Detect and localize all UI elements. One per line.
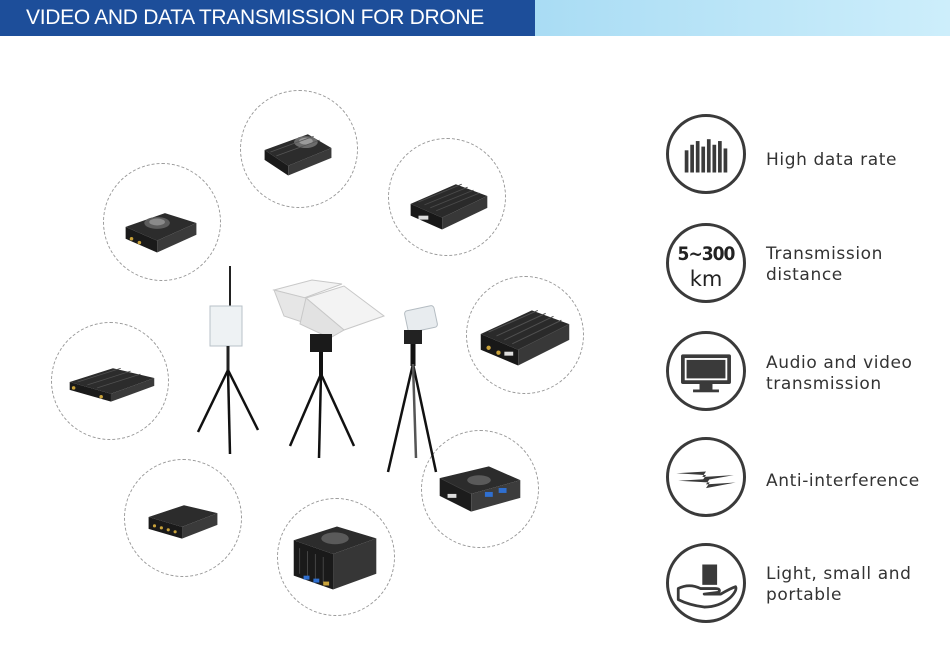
feature-label: Light, small and portable: [766, 564, 912, 605]
transmitter-module-bottom-right: [421, 430, 539, 548]
transmitter-module-bottom-left: [124, 459, 242, 577]
bar-chart-icon: [666, 114, 746, 194]
banner-accent: [535, 0, 950, 36]
omni-antenna-tripod: [190, 264, 270, 464]
feature-label: Audio and video transmission: [766, 353, 913, 394]
feature-portable: Light, small and portable: [666, 543, 950, 627]
monitor-icon: [666, 331, 746, 411]
feature-label: High data rate: [766, 150, 898, 170]
panel-antenna-tripod: [270, 276, 390, 466]
feature-transmission-distance: 5~300 km Transmission distance: [666, 223, 950, 307]
transmitter-module-right: [466, 276, 584, 394]
transmitter-module-top-left: [103, 163, 221, 281]
distance-value: 5~300: [677, 243, 736, 265]
feature-high-data-rate: High data rate: [666, 114, 950, 198]
transmitter-module-top-right: [388, 138, 506, 256]
tracking-antenna-tripod: [380, 304, 444, 480]
header-banner: VIDEO AND DATA TRANSMISSION FOR DRONE: [0, 0, 950, 36]
transmitter-module-left: [51, 322, 169, 440]
transmitter-module-bottom: [277, 498, 395, 616]
page-title: VIDEO AND DATA TRANSMISSION FOR DRONE: [0, 0, 535, 36]
distance-unit: km: [689, 267, 723, 291]
feature-label: Anti-interference: [766, 471, 920, 491]
hand-icon: [666, 543, 746, 623]
transmitter-module-top: [240, 90, 358, 208]
feature-anti-interference: Anti-interference: [666, 437, 950, 521]
distance-icon: 5~300 km: [666, 223, 746, 303]
feature-label: Transmission distance: [766, 244, 884, 285]
lightning-icon: [666, 437, 746, 517]
feature-audio-video: Audio and video transmission: [666, 331, 950, 415]
product-showcase: [0, 36, 640, 649]
